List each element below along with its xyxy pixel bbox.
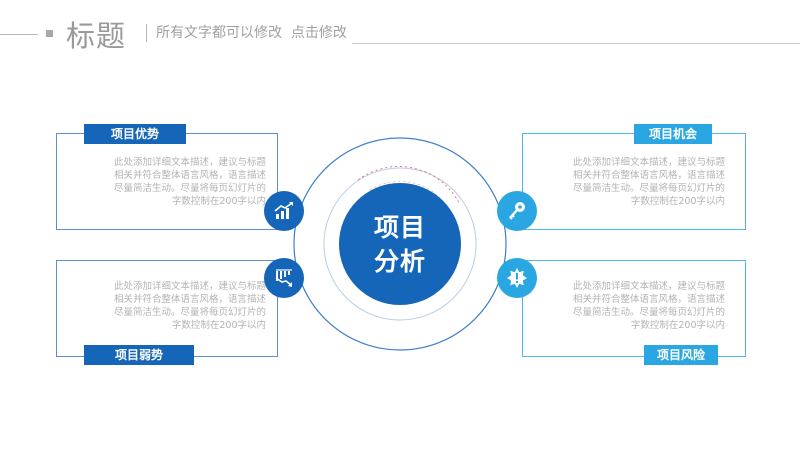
strengths-icon-badge[interactable]	[264, 191, 304, 231]
center-title-line1[interactable]: 项目	[373, 213, 426, 242]
threats-text-line-4: 字数控制在200字以内	[630, 320, 725, 331]
key-icon	[509, 202, 525, 220]
weaknesses-text-line-4: 字数控制在200字以内	[171, 320, 266, 331]
opportunities-text[interactable]: 此处添加详细文本描述，建议与标题 相关并符合整体语言风格，语言描述 尽量简洁生动…	[515, 156, 725, 208]
opportunities-box[interactable]	[522, 133, 746, 230]
header-rule-left	[0, 34, 38, 35]
strengths-text-line-3: 尽量简洁生动。尽量将每页幻灯片的	[113, 183, 266, 194]
threats-text[interactable]: 此处添加详细文本描述，建议与标题 相关并符合整体语言风格，语言描述 尽量简洁生动…	[515, 280, 725, 332]
outer-ring	[293, 137, 507, 351]
weaknesses-icon-badge[interactable]	[264, 258, 304, 298]
threats-text-line-1: 此处添加详细文本描述，建议与标题	[572, 281, 725, 292]
threats-text-line-3: 尽量简洁生动。尽量将每页幻灯片的	[572, 307, 725, 318]
page-title[interactable]: 标题	[66, 19, 127, 53]
strengths-text-line-2: 相关并符合整体语言风格，语言描述	[113, 170, 266, 181]
strengths-text[interactable]: 此处添加详细文本描述，建议与标题 相关并符合整体语言风格，语言描述 尽量简洁生动…	[56, 156, 266, 208]
opportunities-text-line-1: 此处添加详细文本描述，建议与标题	[572, 157, 725, 168]
threats-icon-badge[interactable]	[497, 258, 537, 298]
opportunities-text-line-4: 字数控制在200字以内	[630, 196, 725, 207]
header-square-marker	[46, 30, 53, 37]
strengths-text-line-4: 字数控制在200字以内	[171, 196, 266, 207]
weaknesses-box[interactable]	[56, 260, 278, 357]
center-circle	[339, 183, 461, 305]
strengths-label[interactable]: 项目优势	[84, 124, 186, 144]
opportunities-icon-badge[interactable]	[497, 191, 537, 231]
warning-burst-icon	[507, 268, 527, 288]
weaknesses-label[interactable]: 项目弱势	[84, 345, 194, 365]
threats-text-line-2: 相关并符合整体语言风格，语言描述	[572, 294, 725, 305]
opportunities-label[interactable]: 项目机会	[634, 124, 712, 144]
weaknesses-text[interactable]: 此处添加详细文本描述，建议与标题 相关并符合整体语言风格，语言描述 尽量简洁生动…	[56, 280, 266, 332]
weaknesses-text-line-2: 相关并符合整体语言风格，语言描述	[113, 294, 266, 305]
middle-ring	[323, 167, 477, 321]
strengths-text-line-1: 此处添加详细文本描述，建议与标题	[113, 157, 266, 168]
threats-box[interactable]	[522, 260, 746, 357]
header-separator	[146, 24, 147, 42]
page-subtitle[interactable]: 所有文字都可以修改 点击修改	[156, 25, 347, 41]
weaknesses-text-line-1: 此处添加详细文本描述，建议与标题	[113, 281, 266, 292]
weaknesses-text-line-3: 尽量简洁生动。尽量将每页幻灯片的	[113, 307, 266, 318]
accent-dashed-arc	[357, 166, 461, 206]
opportunities-text-line-2: 相关并符合整体语言风格，语言描述	[572, 170, 725, 181]
header-rule-right	[352, 43, 800, 44]
threats-label[interactable]: 项目风险	[644, 345, 718, 365]
opportunities-text-line-3: 尽量简洁生动。尽量将每页幻灯片的	[572, 183, 725, 194]
growth-chart-icon	[274, 202, 293, 219]
decline-chart-icon	[275, 269, 292, 287]
center-title-line2[interactable]: 分析	[373, 247, 426, 276]
